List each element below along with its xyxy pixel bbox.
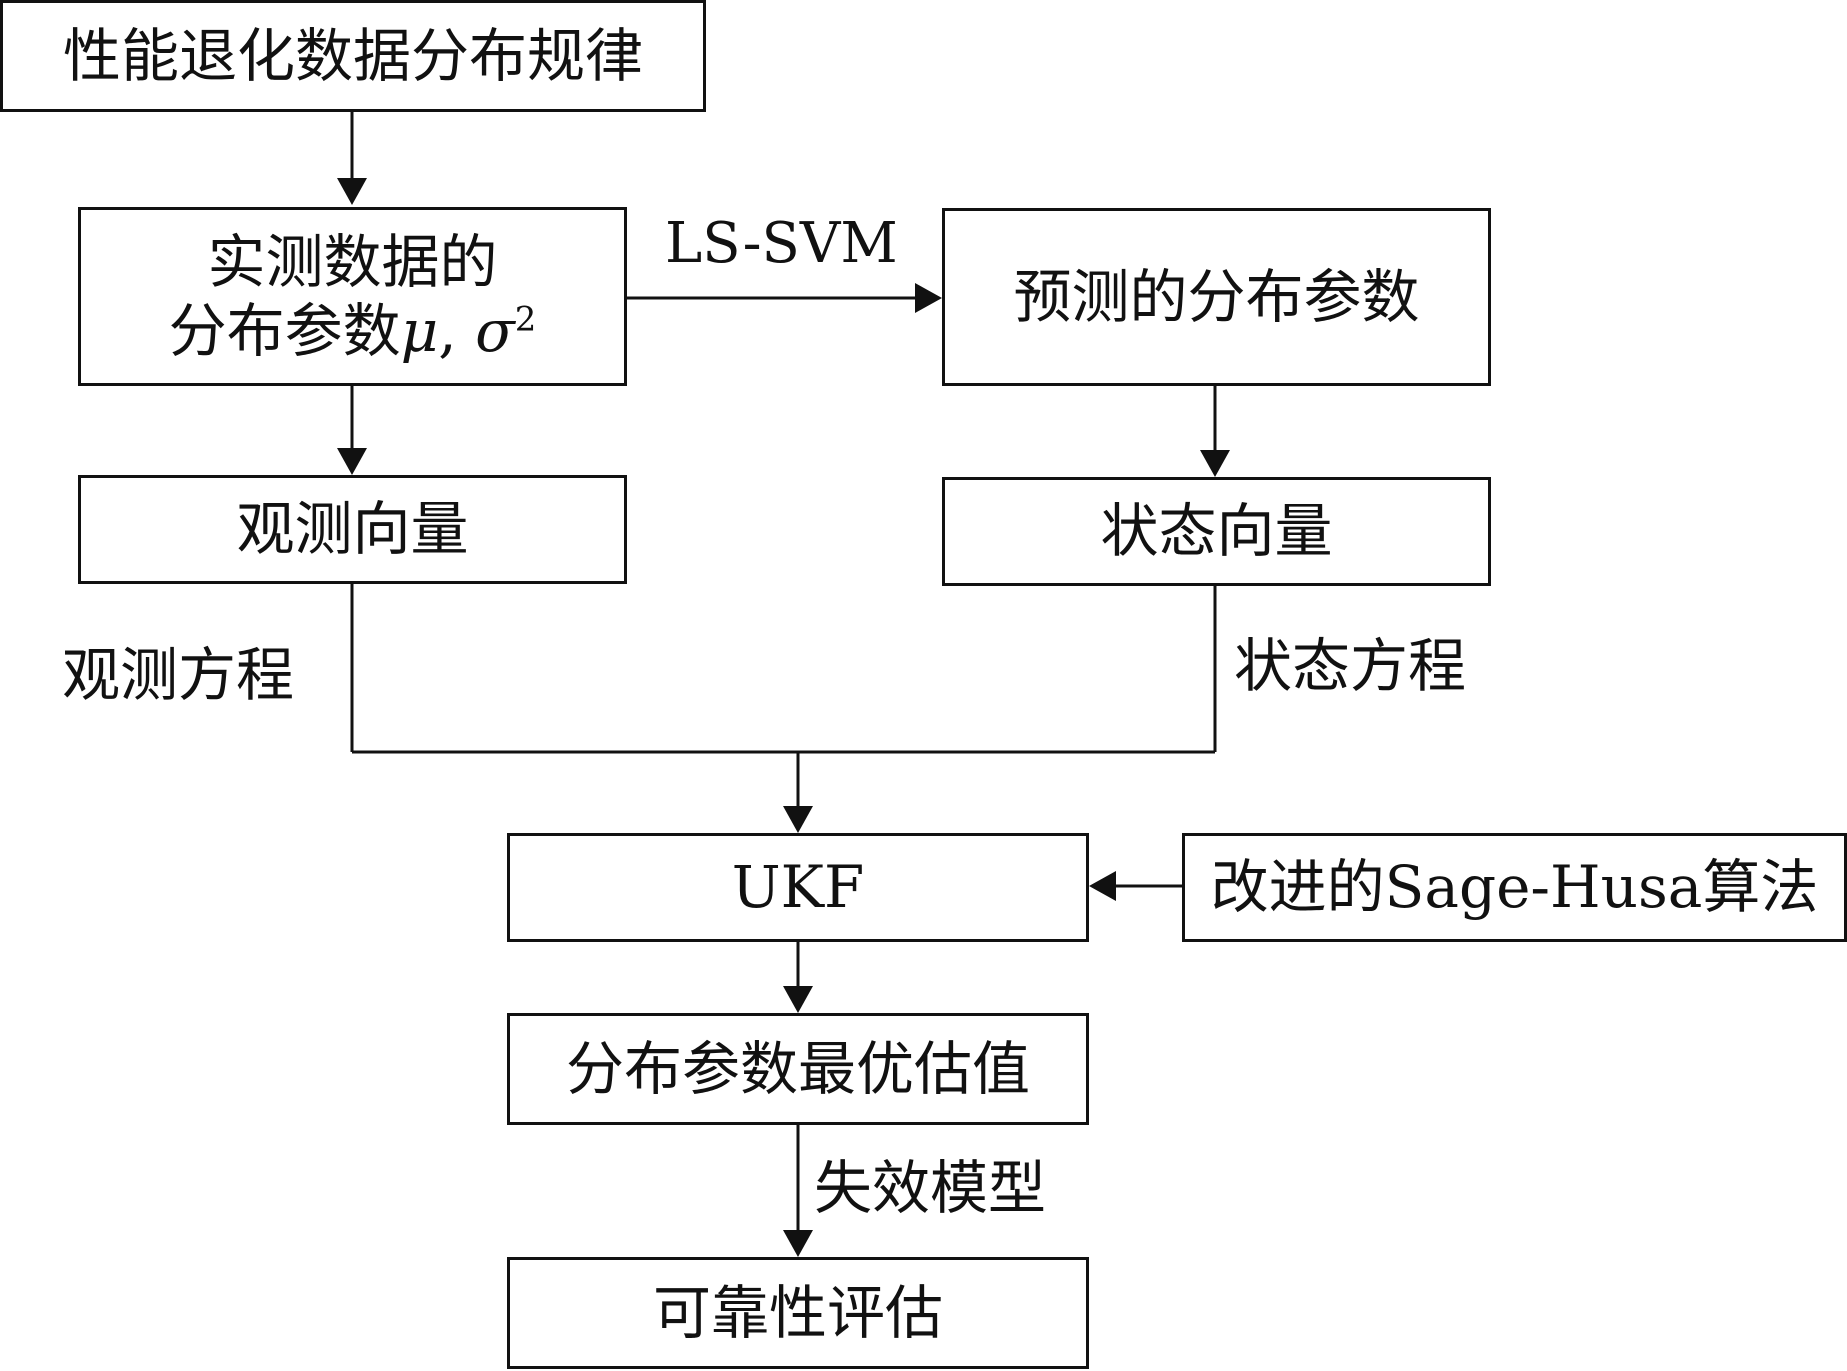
comma-text: ,	[438, 296, 476, 365]
node-reliability-assessment: 可靠性评估	[507, 1257, 1089, 1369]
sigma-exponent: 2	[514, 299, 537, 340]
edge-label-ls-svm: LS-SVM	[665, 211, 898, 276]
node-ukf: UKF	[507, 833, 1089, 942]
arrowhead-ukf-to-optimal	[783, 986, 813, 1013]
arrowhead-optimal-to-reliability	[783, 1230, 813, 1257]
node-observation-vector-text: 观测向量	[236, 495, 469, 564]
node-improved-sage-husa: 改进的Sage-Husa算法	[1182, 833, 1847, 942]
arrowhead-sage-husa-to-ukf	[1089, 871, 1116, 901]
node-predicted-distribution-params: 预测的分布参数	[942, 208, 1491, 386]
node-degradation-distribution: 性能退化数据分布规律	[0, 0, 706, 112]
arrowhead-degradation-to-measured	[337, 178, 367, 205]
node-optimal-estimate-text: 分布参数最优估值	[565, 1034, 1030, 1103]
sigma-symbol: σ	[475, 296, 515, 365]
arrowhead-merge-to-ukf	[783, 806, 813, 833]
node-state-vector: 状态向量	[942, 477, 1491, 586]
node-measured-distribution-params: 实测数据的 分布参数μ, σ2	[78, 207, 627, 386]
node-measured-params-line2: 分布参数	[168, 296, 401, 365]
arrowhead-predicted-to-state	[1200, 450, 1230, 477]
node-optimal-estimate: 分布参数最优估值	[507, 1013, 1089, 1125]
node-state-vector-text: 状态向量	[1100, 497, 1333, 566]
edge-label-observation-equation: 观测方程	[62, 641, 295, 709]
node-observation-vector: 观测向量	[78, 475, 627, 584]
node-measured-params-line1: 实测数据的	[207, 228, 498, 297]
node-improved-sage-husa-text: 改进的Sage-Husa算法	[1210, 853, 1819, 922]
node-reliability-assessment-text: 可靠性评估	[652, 1278, 943, 1347]
node-degradation-distribution-text: 性能退化数据分布规律	[62, 21, 643, 90]
node-measured-params-line2-wrap: 分布参数μ, σ2	[169, 297, 537, 365]
node-ukf-text: UKF	[731, 853, 865, 922]
mu-symbol: μ	[400, 296, 439, 365]
arrowhead-measured-to-observation	[337, 448, 367, 475]
edge-label-state-equation: 状态方程	[1234, 632, 1467, 700]
node-predicted-params-text: 预测的分布参数	[1013, 262, 1420, 331]
arrowhead-measured-to-predicted	[915, 283, 942, 313]
edge-label-failure-model: 失效模型	[814, 1154, 1047, 1222]
